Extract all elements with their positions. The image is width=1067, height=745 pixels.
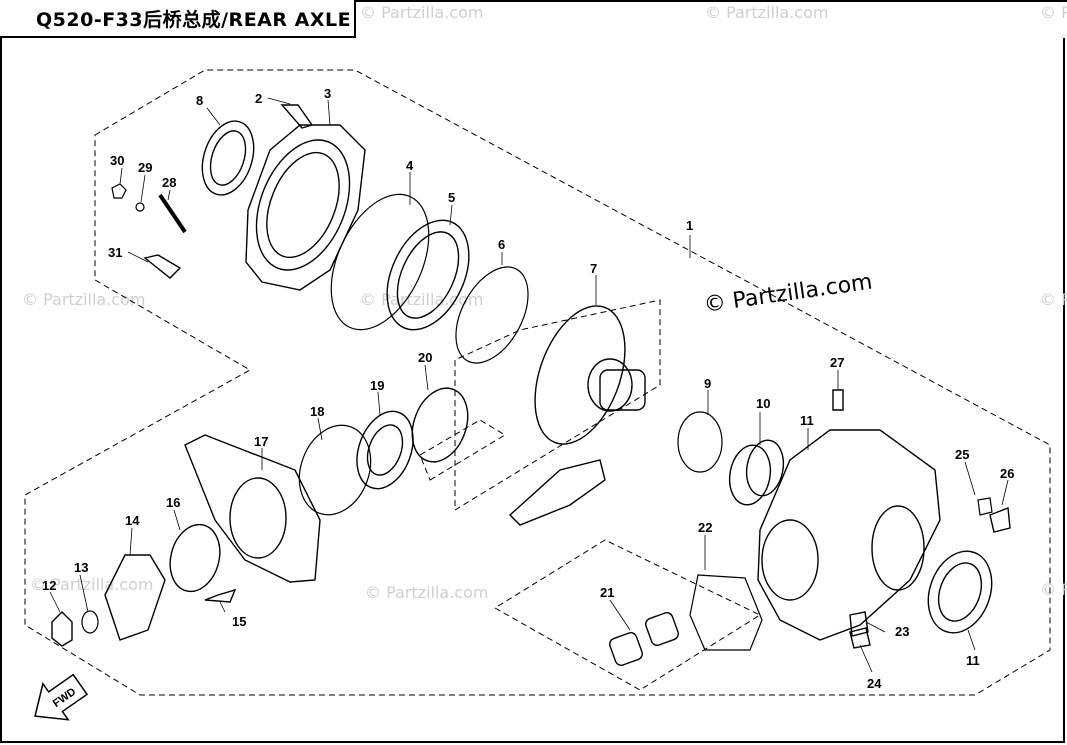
pinion-gear [508, 459, 606, 526]
part-2-bolt [280, 104, 314, 129]
callout-17: 17 [254, 434, 268, 449]
part-10-axle-housing [757, 429, 941, 641]
watermark-faint: © Partzilla.com [1040, 580, 1067, 599]
callout-28: 28 [162, 175, 176, 190]
part-14-hub [104, 554, 166, 641]
callout-22: 22 [698, 520, 712, 535]
watermark-faint: © Partzilla.com [22, 290, 145, 309]
part-25-washer [977, 497, 993, 516]
part-9-needle-bearing [728, 439, 785, 506]
part-18-o-ring [298, 424, 372, 516]
part-12-nut [51, 611, 73, 647]
part-13-washer [81, 610, 99, 634]
diagram-title: Q520-F33后桥总成/REAR AXLE [0, 0, 356, 38]
part-29-washer [135, 202, 145, 212]
callout-4: 4 [406, 158, 414, 173]
part-30-nut [111, 183, 127, 199]
part-17-flange [184, 434, 321, 583]
callout-23: 23 [895, 624, 909, 639]
part-8-gasket [677, 411, 723, 473]
callout-12: 12 [42, 578, 56, 593]
callout-10: 11 [800, 413, 814, 428]
frame-top-border [356, 0, 1067, 2]
fwd-arrow-icon: FWD [34, 673, 89, 721]
part-4-o-ring [330, 193, 430, 331]
part-24-drain-plug [849, 627, 871, 649]
callout-20: 20 [418, 350, 432, 365]
callout-29: 29 [138, 160, 152, 175]
part-5-bearing [386, 219, 470, 331]
part-11-oil-seal [201, 120, 255, 196]
watermark-faint: © Partzilla.com [365, 583, 488, 602]
callout-19: 19 [370, 378, 384, 393]
callout-24: 24 [867, 676, 882, 691]
callout-16: 16 [166, 495, 180, 510]
part-3-flange-housing [245, 124, 366, 291]
watermark-faint: © Partzilla.com [1040, 290, 1067, 309]
callout-14: 14 [125, 513, 140, 528]
watermark-faint: © Partzilla.com [705, 3, 828, 22]
callout-6: 6 [498, 237, 505, 252]
callout-18: 18 [310, 404, 324, 419]
callout-31: 31 [108, 245, 122, 260]
part-22-gasket [689, 574, 763, 651]
callout-2: 2 [255, 91, 262, 106]
callout-26: 26 [1000, 466, 1014, 481]
watermark-faint: © Partzilla.com [30, 575, 153, 594]
part-16-seal [169, 523, 221, 593]
watermark-faint: © Partzilla.com [360, 290, 483, 309]
callout-25: 25 [955, 447, 969, 462]
callout-3: 3 [324, 86, 331, 101]
part-26-plug [989, 507, 1011, 533]
callout-21: 21 [600, 585, 614, 600]
part-11-oil-seal [927, 550, 993, 634]
part-28-stud [158, 193, 187, 234]
part-6-shim [455, 266, 529, 364]
callout-27: 27 [830, 355, 844, 370]
part-20-lock-nut [411, 387, 469, 463]
part-21-bushings [609, 612, 679, 666]
part-15-bolt [204, 588, 237, 603]
part-7-ring-gear [534, 305, 646, 445]
callout-30: 30 [110, 153, 124, 168]
callout-11-lower: 11 [966, 653, 980, 668]
callout-9: 10 [756, 396, 770, 411]
watermark-faint: © Partzilla.com [1040, 3, 1067, 22]
callout-11: 8 [196, 93, 203, 108]
callout-7: 7 [590, 261, 597, 276]
callout-13: 13 [74, 560, 88, 575]
part-19-bearing [356, 410, 414, 490]
callout-8: 9 [704, 376, 711, 391]
diagram-frame [0, 38, 1065, 743]
leader-lines [49, 97, 1009, 673]
watermark-main: © Partzilla.com [702, 270, 874, 318]
part-31-bolt [143, 254, 182, 279]
callout-1: 1 [686, 218, 693, 233]
callout-15: 15 [232, 614, 246, 629]
callout-5: 5 [448, 190, 455, 205]
part-23-washer [849, 611, 869, 637]
assembly-boundary [24, 69, 1051, 696]
watermark-faint: © Partzilla.com [360, 3, 483, 22]
part-27-breather [832, 389, 844, 411]
